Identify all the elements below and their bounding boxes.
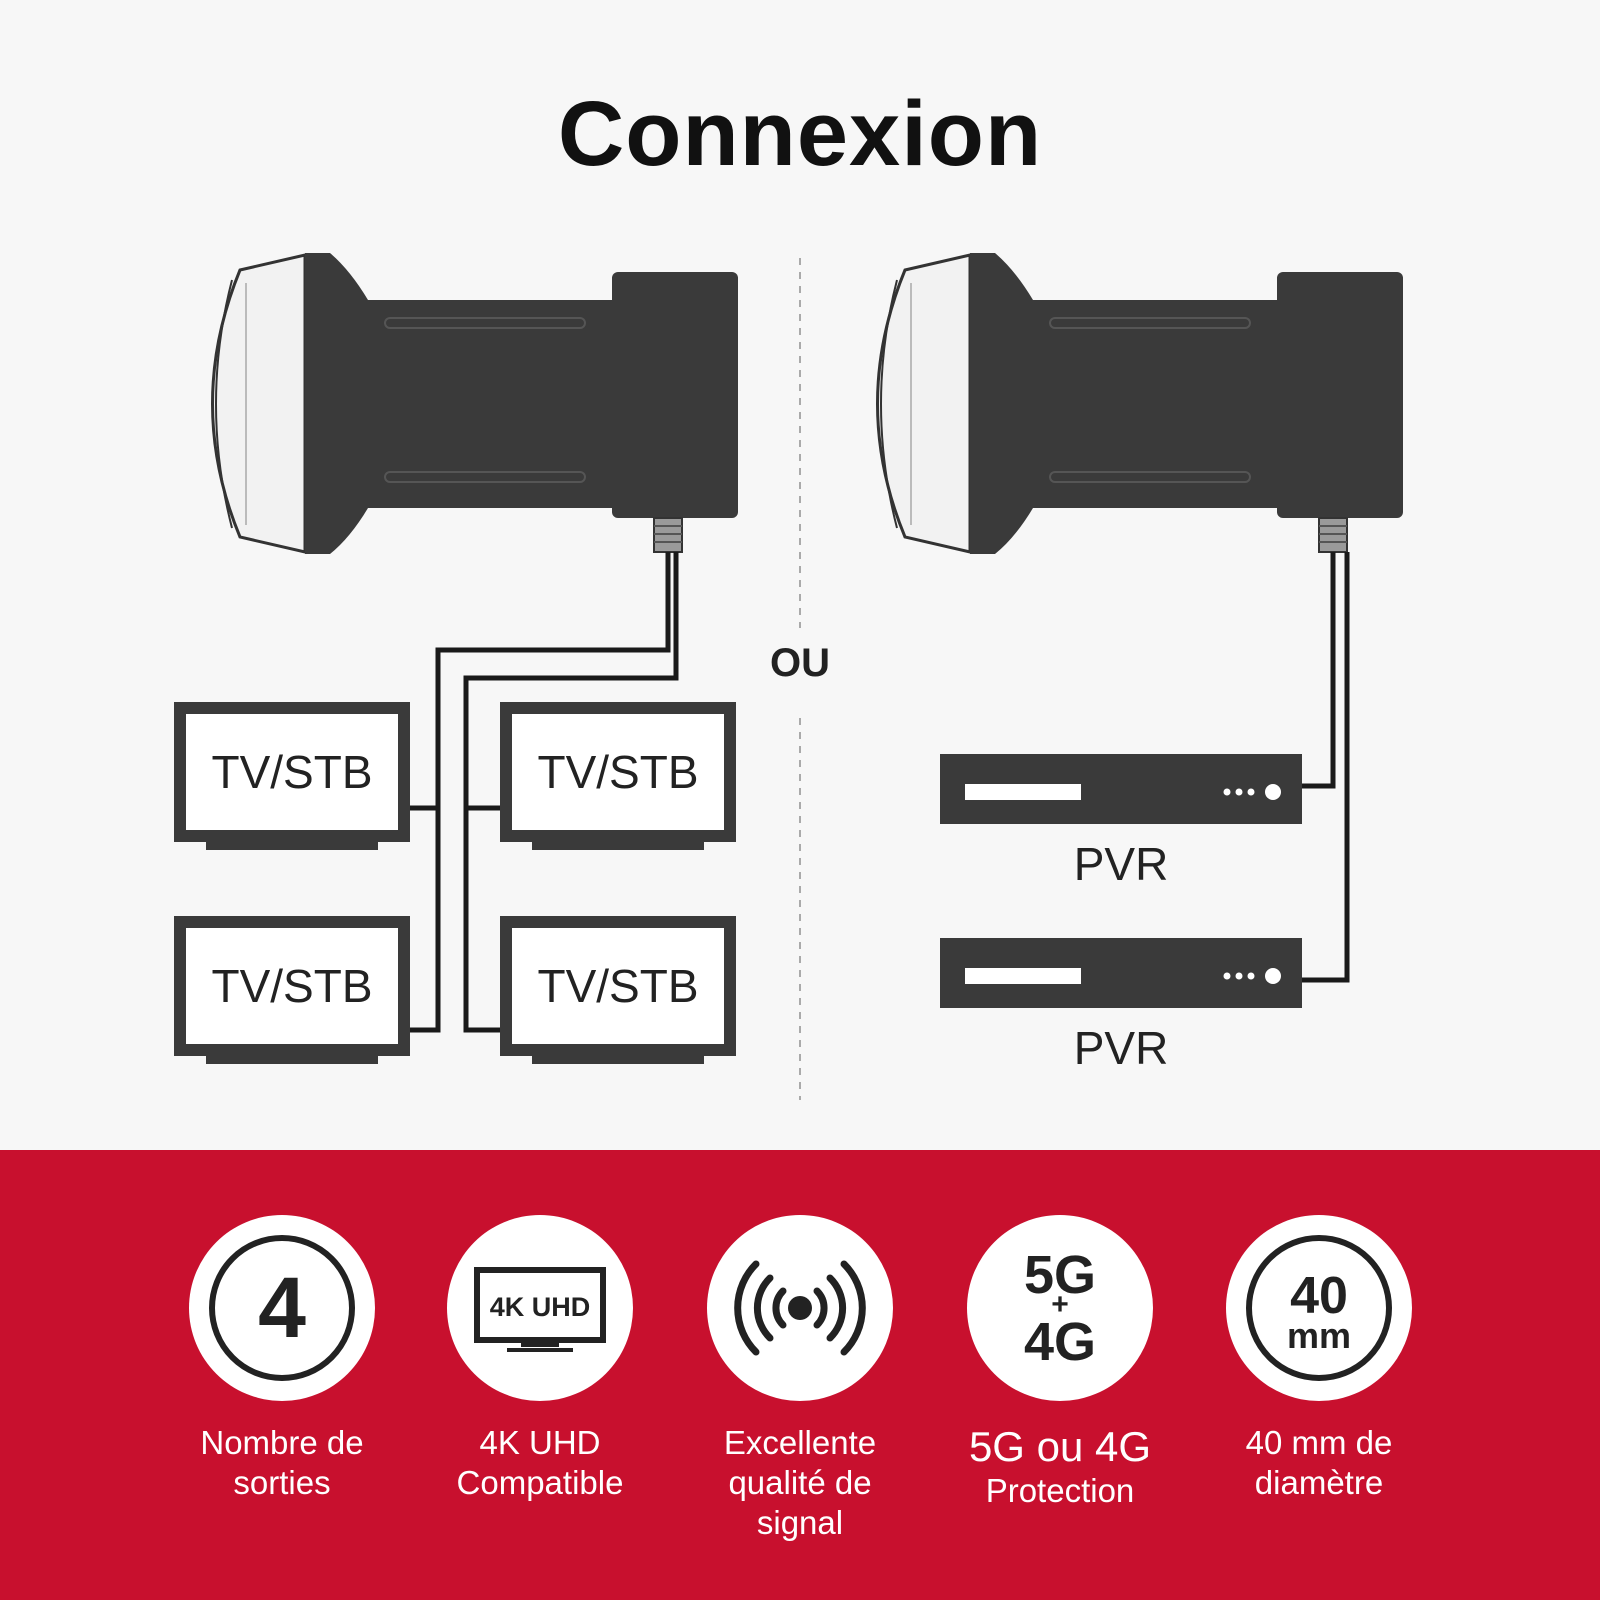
tv-label-3: TV/STB: [211, 960, 372, 1012]
feature-4k-line1: 4K UHD: [479, 1424, 601, 1461]
feature-5g-4g-line1: 5G ou 4G: [968, 1423, 1152, 1470]
feature-4k: 4K UHD 4K UHD Compatible: [410, 1215, 670, 1503]
right-cable-icon: [1302, 552, 1350, 983]
plus-badge-text: +: [1051, 1288, 1069, 1321]
feature-5g-4g-label: 5G ou 4G Protection: [930, 1423, 1190, 1511]
pvr-label-1: PVR: [1074, 838, 1169, 890]
tv-label-4: TV/STB: [537, 960, 698, 1012]
diameter-number-text: 40: [1290, 1267, 1348, 1325]
feature-diameter-line1: 40 mm de: [1245, 1424, 1393, 1461]
feature-diameter-label: 40 mm de diamètre: [1189, 1423, 1449, 1503]
feature-outputs-label: Nombre de sorties: [152, 1423, 412, 1503]
page-title: Connexion: [557, 83, 1043, 185]
lnb-left-icon: [211, 251, 740, 556]
feature-5g-4g-line2: Protection: [985, 1472, 1135, 1509]
feature-diameter: 40 mm 40 mm de diamètre: [1189, 1215, 1449, 1503]
feature-4k-line2: Compatible: [456, 1464, 624, 1501]
lnb-right-icon: [876, 251, 1405, 556]
features-band: 4 Nombre de sorties 4K UHD 4K UHD Compat…: [0, 1150, 1600, 1600]
tv-label-1: TV/STB: [211, 746, 372, 798]
5g-badge-text: 5G: [1024, 1245, 1096, 1305]
5g-4g-icon: 5G + 4G: [967, 1215, 1153, 1401]
connection-diagram: OU TV/STB TV/STB TV/STB TV/STB PVR PVR: [174, 251, 1405, 1100]
signal-waves-icon: [707, 1215, 893, 1401]
feature-outputs: 4 Nombre de sorties: [152, 1215, 412, 1503]
left-cable-icon: [410, 552, 679, 1033]
feature-signal-line2: qualité de: [728, 1464, 872, 1501]
diameter-unit-text: mm: [1287, 1315, 1351, 1356]
feature-signal: Excellente qualité de signal: [670, 1215, 930, 1543]
feature-5g-4g: 5G + 4G 5G ou 4G Protection: [930, 1215, 1190, 1511]
tv-4k-icon: 4K UHD: [447, 1215, 633, 1401]
tv-4k-badge-text: 4K UHD: [490, 1292, 591, 1322]
feature-outputs-line1: Nombre de: [200, 1424, 364, 1461]
feature-signal-label: Excellente qualité de signal: [670, 1423, 930, 1543]
pvr-device-2-icon: [940, 938, 1302, 1008]
feature-diameter-line2: diamètre: [1254, 1464, 1384, 1501]
feature-signal-line1: Excellente: [723, 1424, 877, 1461]
pvr-label-2: PVR: [1074, 1022, 1169, 1074]
pvr-device-1-icon: [940, 754, 1302, 824]
outputs-badge-text: 4: [258, 1260, 306, 1356]
tv-label-2: TV/STB: [537, 746, 698, 798]
4g-badge-text: 4G: [1024, 1312, 1096, 1372]
diameter-40mm-icon: 40 mm: [1226, 1215, 1412, 1401]
feature-outputs-line2: sorties: [233, 1464, 331, 1501]
outputs-4-icon: 4: [189, 1215, 375, 1401]
separator-label: OU: [770, 641, 830, 685]
feature-signal-line3: signal: [756, 1504, 844, 1541]
feature-4k-label: 4K UHD Compatible: [410, 1423, 670, 1503]
